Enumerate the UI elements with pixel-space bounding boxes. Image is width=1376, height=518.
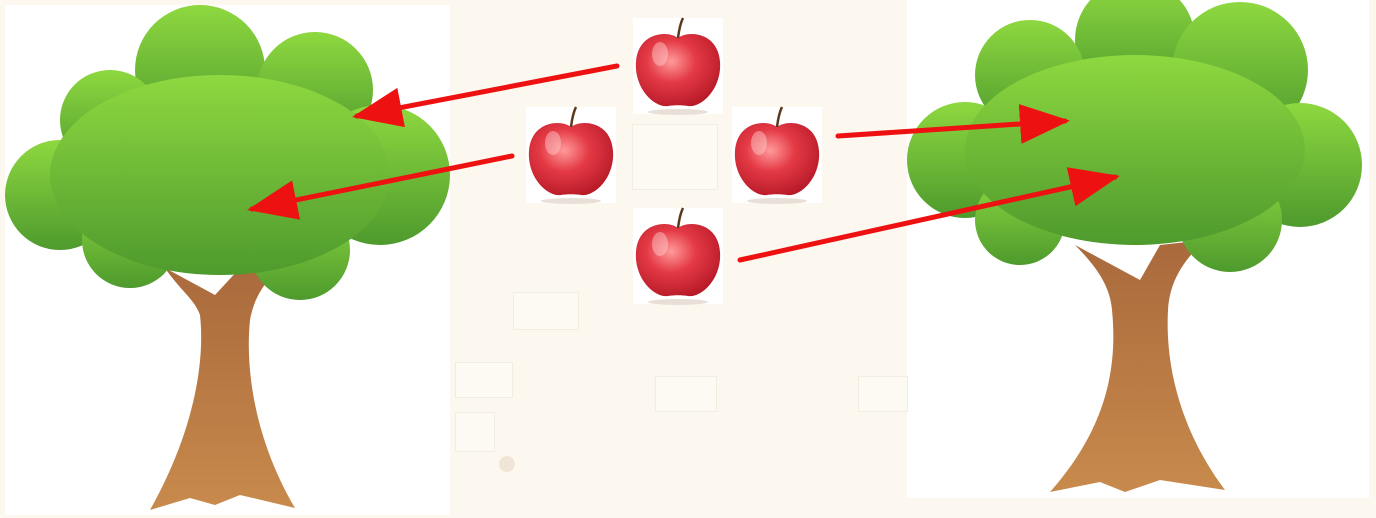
- left-tree: [5, 5, 450, 510]
- apple-bottom[interactable]: [633, 208, 723, 305]
- right-tree: [907, 0, 1362, 492]
- apple-top[interactable]: [633, 18, 723, 115]
- tree-canopy: [5, 5, 450, 300]
- tree-trunk: [1050, 240, 1225, 492]
- tree-canopy: [907, 0, 1362, 272]
- apple-right[interactable]: [732, 107, 822, 204]
- tree-trunk: [150, 262, 295, 510]
- apple-left[interactable]: [526, 107, 616, 204]
